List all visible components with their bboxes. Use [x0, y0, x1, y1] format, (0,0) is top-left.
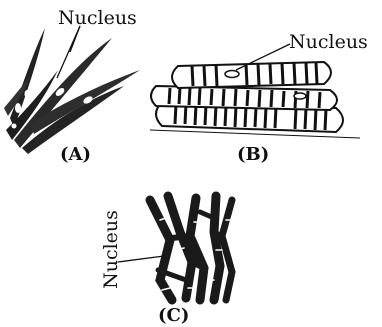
cardiac-muscle-fibres	[118, 196, 232, 300]
nucleus-label-b: Nucleus	[289, 33, 368, 52]
branched-fibre	[150, 200, 172, 300]
branched-fibre	[214, 196, 220, 300]
nucleus-mark	[12, 124, 17, 129]
figure-caption-a: (A)	[60, 146, 91, 164]
nucleus-label-a: Nucleus	[58, 9, 137, 28]
striated-muscle-fibres	[150, 44, 360, 138]
figure-caption-c: (C)	[158, 307, 189, 325]
nucleus-mark	[294, 93, 306, 99]
figure-caption-b: (B)	[237, 146, 269, 164]
smooth-muscle-fibres	[4, 26, 140, 154]
pointer-line	[70, 26, 80, 52]
nucleus-mark	[15, 103, 21, 113]
nucleus-label-c: Nucleus	[102, 210, 121, 289]
pointer-line	[118, 256, 164, 262]
nucleus-mark	[25, 90, 30, 98]
nucleus-mark	[225, 71, 239, 78]
branch-link	[172, 236, 190, 238]
branched-fibre	[222, 200, 232, 300]
